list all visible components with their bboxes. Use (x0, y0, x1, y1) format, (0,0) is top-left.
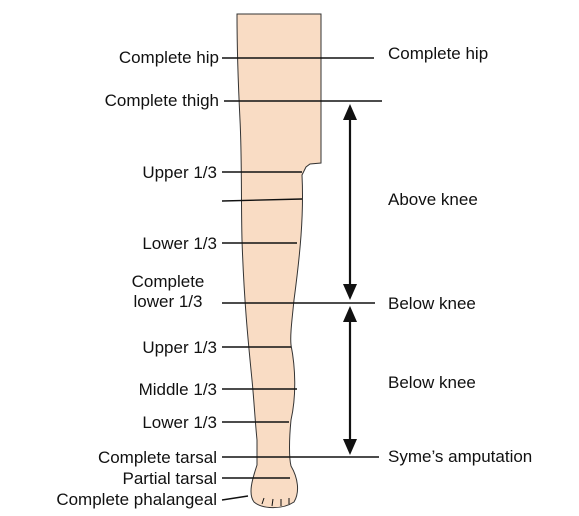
label-complete-lower-third-line2: lower 1/3 (118, 292, 218, 312)
above-knee-arrowhead-bottom (343, 284, 357, 300)
label-below-knee-region: Below knee (388, 374, 476, 391)
above-knee-arrowhead-top (343, 104, 357, 120)
label-below-knee-level: Below knee (388, 295, 476, 312)
label-lower-third-leg: Lower 1/3 (142, 414, 217, 431)
below-knee-arrowhead-bottom (343, 439, 357, 455)
leader-complete-phalangeal (222, 496, 248, 500)
label-above-knee: Above knee (388, 191, 478, 208)
label-middle-third-leg: Middle 1/3 (139, 381, 217, 398)
label-complete-lower-third: Complete lower 1/3 (118, 272, 218, 312)
label-partial-tarsal: Partial tarsal (123, 470, 217, 487)
label-complete-tarsal: Complete tarsal (98, 449, 217, 466)
label-complete-hip-left: Complete hip (119, 49, 219, 66)
label-lower-third-thigh: Lower 1/3 (142, 235, 217, 252)
below-knee-arrowhead-top (343, 306, 357, 322)
label-complete-hip-right: Complete hip (388, 45, 488, 62)
label-upper-third-leg: Upper 1/3 (142, 339, 217, 356)
label-complete-lower-third-line1: Complete (118, 272, 218, 292)
label-upper-third-thigh: Upper 1/3 (142, 164, 217, 181)
label-symes-amputation: Syme’s amputation (388, 448, 532, 465)
label-complete-phalangeal: Complete phalangeal (56, 491, 217, 508)
label-complete-thigh: Complete thigh (105, 92, 219, 109)
leg-silhouette (237, 14, 321, 508)
